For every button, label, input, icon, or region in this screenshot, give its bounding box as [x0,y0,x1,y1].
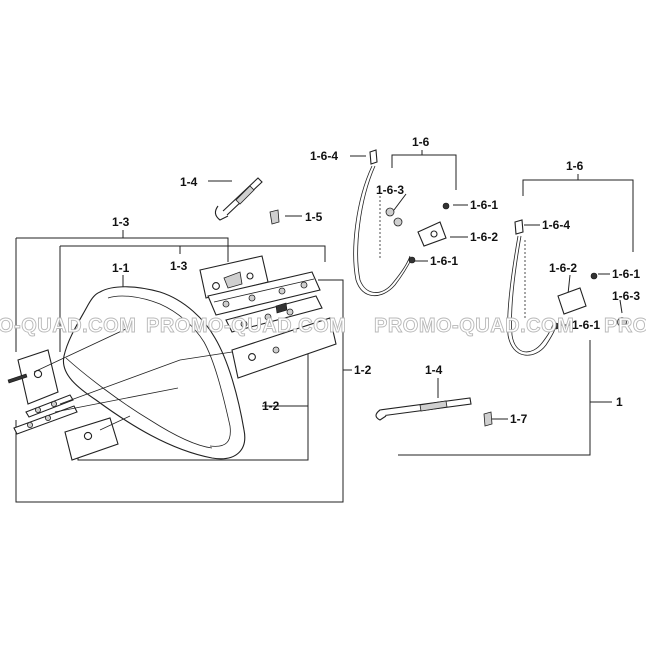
label-1-1: 1-1 [112,261,130,275]
label-1-6-1-right-bottom: 1-6-1 [572,318,600,332]
bracket-plates-left [13,359,181,435]
label-1-6-1-right-top: 1-6-1 [612,267,640,281]
label-1: 1 [616,395,623,409]
rail-plate-upper [207,271,323,333]
label-1-2-inner: 1-2 [262,399,280,413]
label-1-6-left: 1-6 [412,135,430,149]
watermark-text-center-left: PROMO-QUAD.COM [146,315,346,337]
label-1-6-1-left-bottom: 1-6-1 [430,254,458,268]
watermark-text-right: PRO [604,315,646,337]
watermark-text-left: O-QUAD.COM [0,315,136,337]
label-1-3-inner: 1-3 [170,259,188,273]
label-1-4-bottom: 1-4 [425,363,443,377]
label-1-3-outer: 1-3 [112,215,130,229]
cable-assembly-left [353,149,450,297]
bracket-lines [15,150,634,503]
label-1-6-right: 1-6 [566,159,584,173]
watermark: O-QUAD.COM PROMO-QUAD.COM PROMO-QUAD.COM… [0,315,646,338]
pad-right-1-2 [179,317,337,379]
label-1-6-2-right: 1-6-2 [549,261,577,275]
watermark-text-center-right: PROMO-QUAD.COM [374,315,574,337]
cable-assembly-right [507,219,627,356]
label-1-6-4-right: 1-6-4 [542,218,570,232]
seat-1-1 [62,286,246,460]
strap-1-4-top [214,177,263,221]
pad-bottom [64,415,131,461]
label-1-6-2-left: 1-6-2 [470,230,498,244]
pad-left [7,327,129,405]
label-1-4-top: 1-4 [180,175,198,189]
fastener-1-7 [483,411,493,427]
label-1-5: 1-5 [305,210,323,224]
label-1-6-1-left-top: 1-6-1 [470,198,498,212]
label-1-7: 1-7 [510,412,528,426]
label-1-6-3-left: 1-6-3 [376,183,404,197]
fastener-1-5 [269,209,280,225]
label-1-2-right: 1-2 [354,363,372,377]
part-labels: 1-3 1-3 1-1 1-4 1-5 1-2 1-2 1-6-4 1-6 1-… [112,135,640,426]
strap-1-4-bottom [375,397,472,421]
label-1-6-4-left: 1-6-4 [310,149,338,163]
label-1-6-3-right: 1-6-3 [612,289,640,303]
